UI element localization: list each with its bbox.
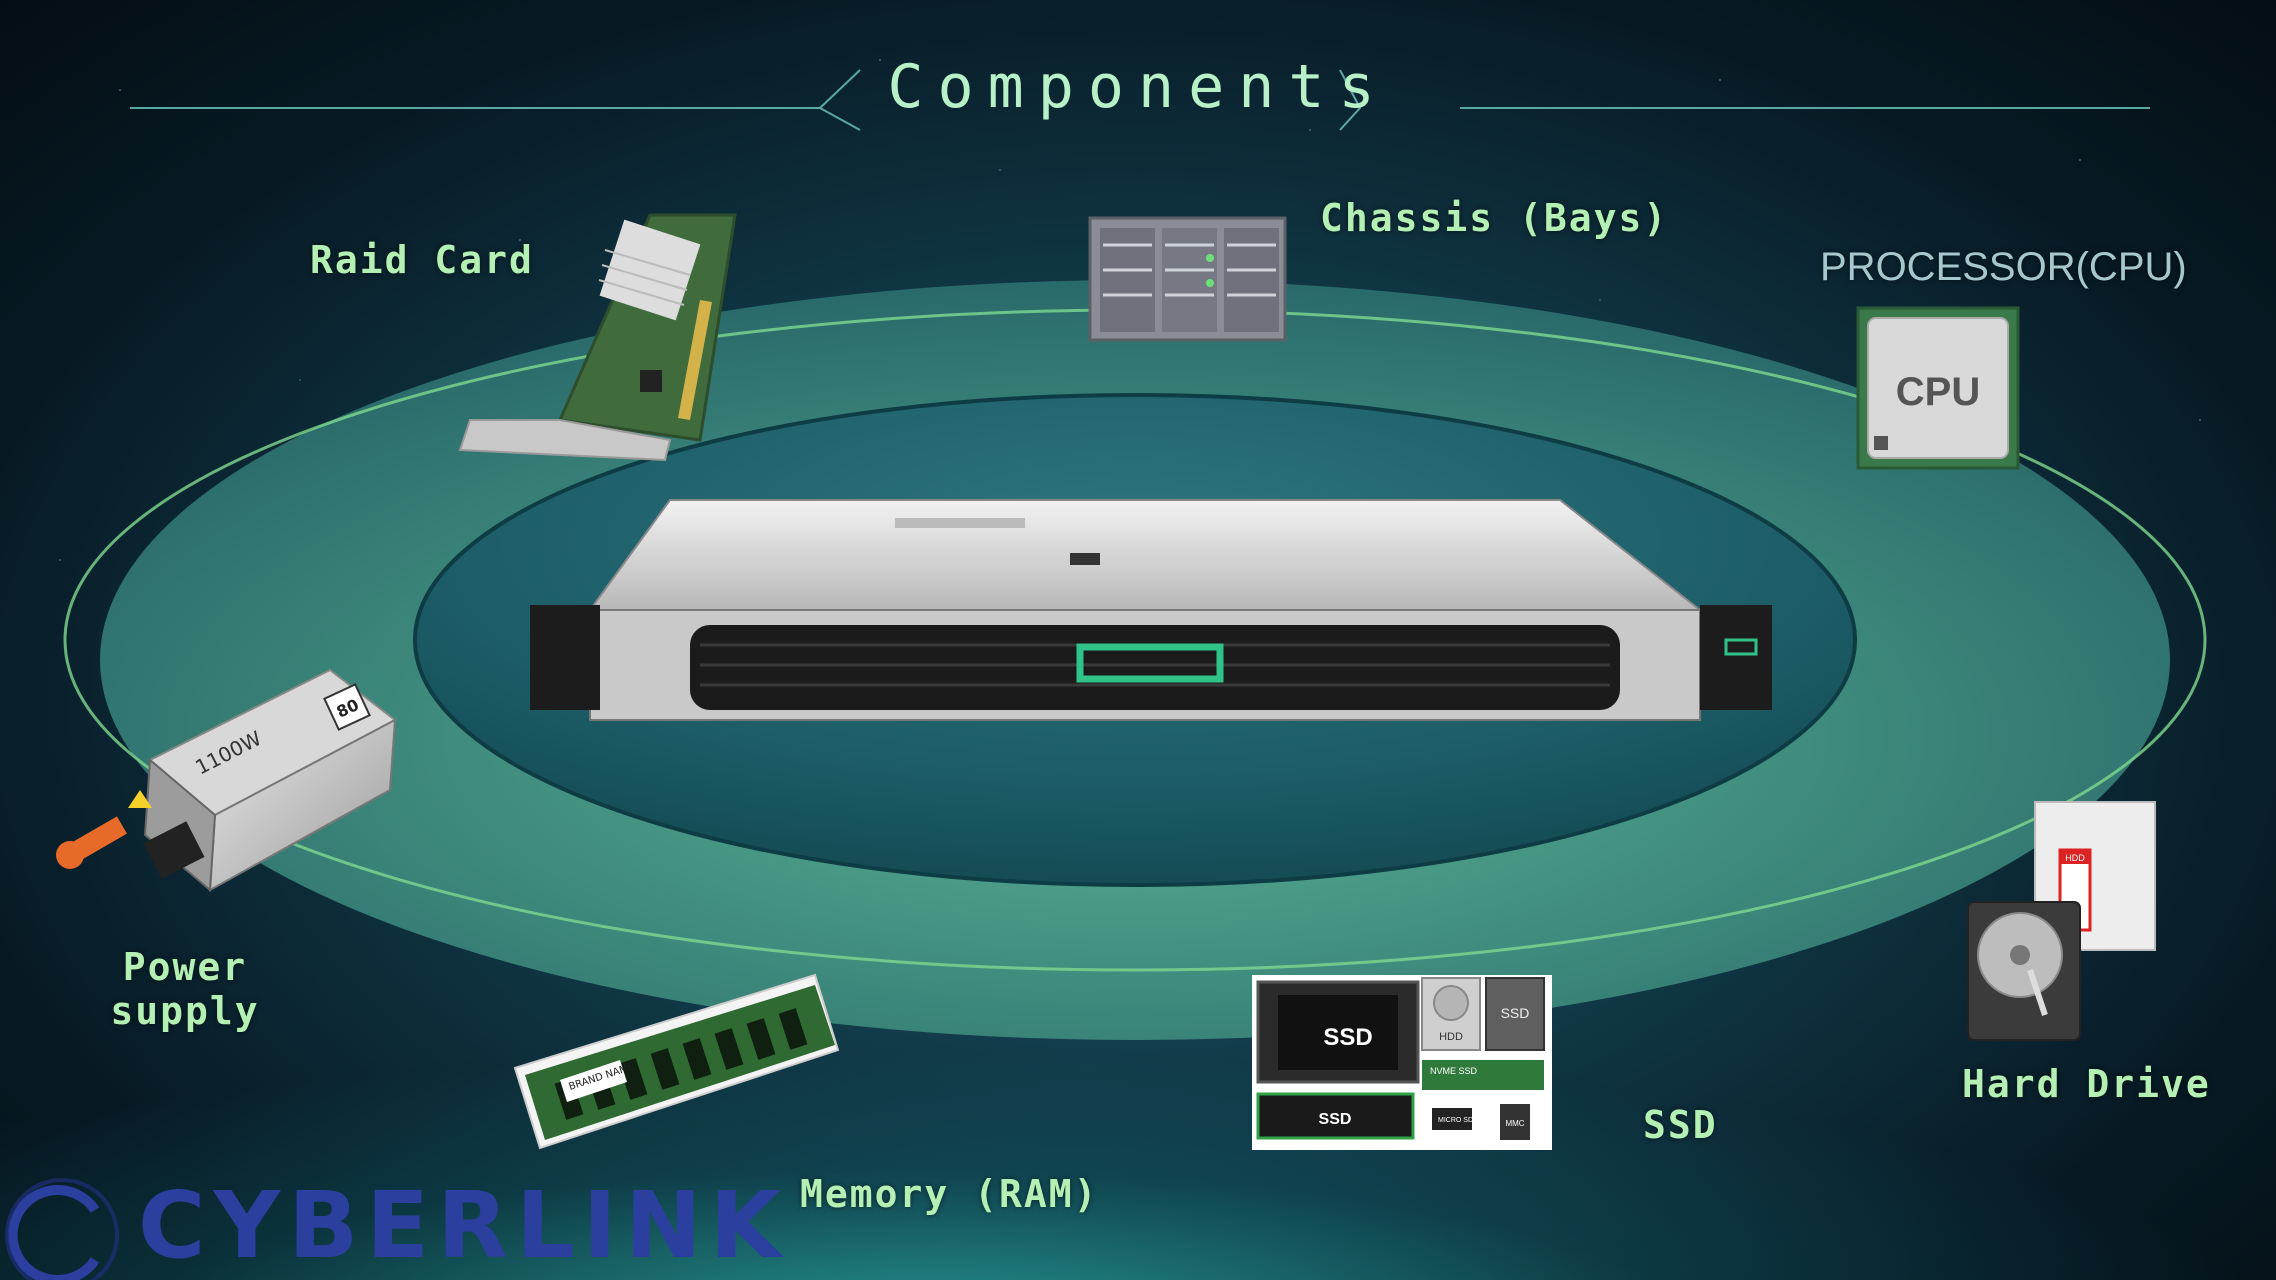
hdd-small-label: HDD xyxy=(1439,1031,1463,1043)
label-raid-card: Raid Card xyxy=(310,238,534,282)
ram-illustration: BRAND NAME xyxy=(513,973,840,1150)
cpu-chip-illustration: CPU xyxy=(1856,306,2020,470)
ssd-collage-illustration: SSD HDD SSD SSD NVME SSD MICRO SD MMC xyxy=(1252,975,1552,1150)
label-processor: PROCESSOR(CPU) xyxy=(1820,245,2187,289)
label-memory: Memory (RAM) xyxy=(800,1172,1099,1216)
ssd-small-label: SSD xyxy=(1501,1005,1530,1021)
network-glow xyxy=(0,1050,2276,1280)
mmc-label: MMC xyxy=(1505,1119,1524,1128)
brand-wordmark: CYBERLINK xyxy=(138,1172,790,1279)
power-supply-illustration: 80 1100W xyxy=(56,668,397,893)
cpu-chip-label: CPU xyxy=(1896,370,1980,414)
brand-logo-icon xyxy=(5,1178,119,1280)
nvme-label: NVME SSD xyxy=(1430,1066,1478,1076)
ssd-bar-label: SSD xyxy=(1319,1111,1352,1128)
server-illustration xyxy=(530,499,1772,721)
chassis-illustration xyxy=(1088,216,1287,342)
label-power-supply-line2: supply xyxy=(110,989,260,1033)
hdd-tag-label: HDD xyxy=(2065,853,2085,863)
micro-sd-label: MICRO SD xyxy=(1438,1117,1473,1124)
label-power-supply-line1: Power xyxy=(122,945,248,989)
label-power-supply: Power supply xyxy=(95,945,275,1033)
title-decoration xyxy=(130,69,2150,131)
label-ssd: SSD xyxy=(1643,1103,1718,1147)
ssd-main-label: SSD xyxy=(1323,1024,1372,1051)
hard-drive-illustration: HDD xyxy=(1967,801,2156,1041)
page-title: Components xyxy=(887,52,1389,122)
inner-platform-ring xyxy=(413,393,1857,887)
raid-card-illustration xyxy=(458,213,737,462)
label-chassis: Chassis (Bays) xyxy=(1320,196,1669,240)
label-hard-drive: Hard Drive xyxy=(1962,1062,2211,1106)
